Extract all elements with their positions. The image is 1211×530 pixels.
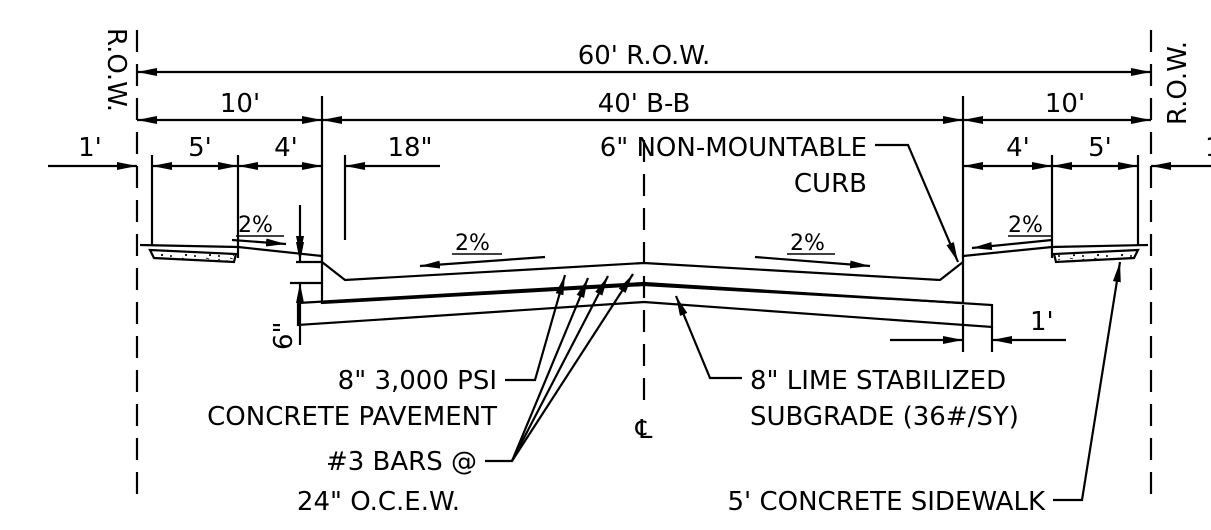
subgrade-leader (674, 295, 742, 380)
bars-label-line2: 24" O.C.E.W. (297, 487, 460, 517)
pavement-label-line2: CONCRETE PAVEMENT (207, 402, 497, 432)
sidewalk-right-fill (1056, 252, 1134, 261)
thickness-label: 6" (269, 321, 299, 350)
offset-left-label: 1' (78, 133, 102, 163)
slope-sw-right-arrow (971, 238, 1053, 250)
subgrade-ext-label: 1' (1030, 307, 1054, 337)
slope-pave-left-arrow (419, 255, 546, 269)
subgrade-label-line2: SUBGRADE (36#/SY) (750, 402, 1019, 432)
curb-label-line2: CURB (794, 169, 867, 199)
offset-right-label: 1' (1205, 133, 1211, 163)
bars-leader-1 (485, 277, 590, 463)
pavement-slab (320, 259, 965, 305)
row-total-label: 60' R.O.W. (578, 41, 711, 71)
bars-label-line1: #3 BARS @ (326, 447, 477, 477)
curb-leader (875, 143, 960, 263)
slope-sw-right-label: 2% (1008, 213, 1043, 238)
slope-sw-left-label: 2% (238, 213, 273, 238)
bars-leader-2 (511, 275, 609, 462)
slope-pave-right-arrow (754, 255, 871, 269)
sidewalk-label: 5' CONCRETE SIDEWALK (728, 487, 1046, 517)
pavement-label-line1: 8" 3,000 PSI (338, 366, 497, 396)
walk-right-label: 5' (1088, 133, 1112, 163)
slope-pave-left-label: 2% (455, 231, 490, 256)
side-left-label: 10' (220, 89, 260, 119)
gutter-label: 18" (387, 133, 432, 163)
bb-label: 40' B-B (598, 89, 691, 119)
pavement-leader (505, 274, 567, 382)
parkway-right-label: 4' (1006, 133, 1030, 163)
curb-label-line1: 6" NON-MOUNTABLE (600, 133, 867, 163)
sidewalk-right-outline (961, 243, 1149, 264)
parkway-left-label: 4' (274, 133, 298, 163)
bars-leader-3 (511, 273, 634, 462)
subgrade-label-line1: 8" LIME STABILIZED (750, 366, 1006, 396)
side-right-label: 10' (1045, 89, 1085, 119)
slope-pave-right-label: 2% (790, 231, 825, 256)
sidewalk-left-outline (139, 243, 324, 264)
row-label-left: R.O.W. (101, 28, 131, 112)
slope-sw-left-arrow (231, 238, 287, 247)
row-label-right: R.O.W. (1163, 41, 1193, 125)
centerline-symbol: ℄ (635, 415, 653, 445)
sidewalk-left-fill (154, 252, 234, 261)
walk-left-label: 5' (188, 133, 212, 163)
sidewalk-leader (1053, 261, 1122, 502)
